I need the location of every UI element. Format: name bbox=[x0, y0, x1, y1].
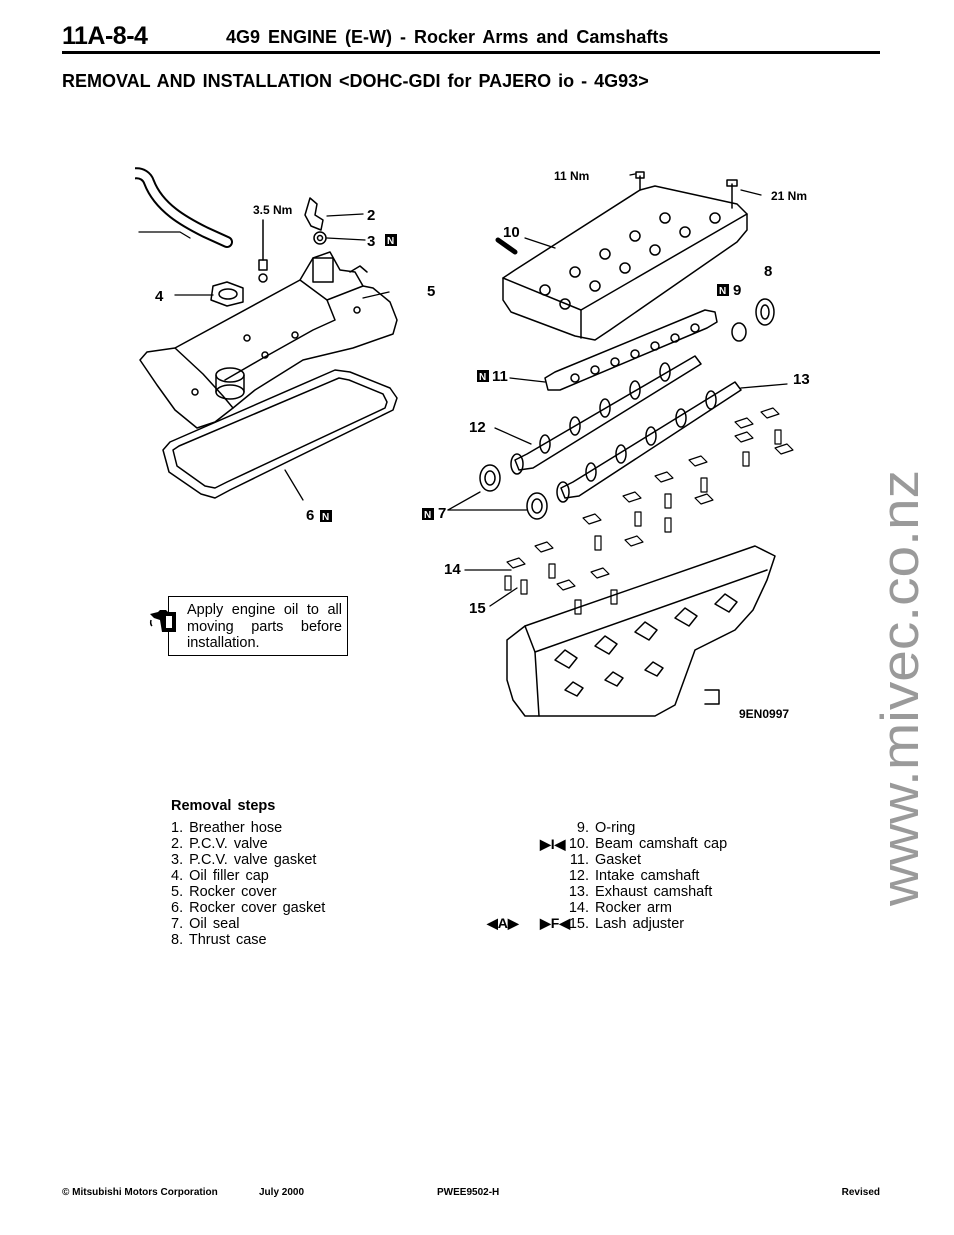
svg-text:N: N bbox=[322, 512, 329, 523]
section-title: REMOVAL AND INSTALLATION <DOHC-GDI for P… bbox=[62, 71, 649, 91]
svg-text:N: N bbox=[479, 372, 486, 383]
header-title: 4G9 ENGINE (E-W) - Rocker Arms and Camsh… bbox=[226, 27, 669, 47]
torque-11nm: 11 Nm bbox=[554, 169, 589, 183]
step-item: 9. O-ring bbox=[576, 820, 636, 836]
step-item: 2. P.C.V. valve bbox=[171, 836, 268, 852]
installation-marker-10: ▶I◀ bbox=[540, 836, 566, 852]
copyright-icon: © bbox=[62, 1187, 70, 1198]
callout-12: 12 bbox=[469, 419, 486, 436]
step-item: 13. Exhaust camshaft bbox=[568, 884, 713, 900]
svg-text:N: N bbox=[387, 236, 394, 247]
callout-9: 9 bbox=[733, 282, 741, 299]
step-item: 5. Rocker cover bbox=[171, 884, 277, 900]
step-item: 4. Oil filler cap bbox=[171, 868, 269, 884]
callout-4: 4 bbox=[155, 288, 164, 305]
callout-14: 14 bbox=[444, 561, 461, 578]
torque-21nm: 21 Nm bbox=[771, 189, 807, 203]
step-item: 14. Rocker arm bbox=[568, 900, 672, 916]
step-item: 12. Intake camshaft bbox=[568, 868, 700, 884]
svg-text:N: N bbox=[719, 286, 726, 297]
removal-steps-right: 9. O-ring 10. Beam camshaft cap 11. Gask… bbox=[568, 820, 728, 932]
arrow-left-icon: ◀ bbox=[554, 836, 566, 852]
callout-2: 2 bbox=[367, 207, 375, 224]
footer-status: Revised bbox=[841, 1187, 880, 1198]
new-part-mark-7: N bbox=[422, 508, 434, 521]
new-part-mark-9: N bbox=[717, 284, 729, 297]
watermark-text: www.mivec.co.nz bbox=[872, 470, 930, 907]
page-number: 11A-8-4 bbox=[62, 22, 148, 50]
footer-date: July 2000 bbox=[259, 1187, 305, 1198]
oil-note-text: Apply engine oil to all moving parts bef… bbox=[187, 602, 342, 651]
step-item: 8. Thrust case bbox=[171, 932, 267, 948]
callout-8: 8 bbox=[764, 263, 772, 280]
exploded-diagram: 1 2 3 N 4 5 6 N 7 N 8 9 N 10 11 N 12 13 … bbox=[135, 167, 810, 721]
step-item: 7. Oil seal bbox=[171, 916, 240, 932]
callout-13: 13 bbox=[793, 371, 810, 388]
header-rule bbox=[62, 51, 880, 54]
diagram-linework bbox=[135, 167, 794, 717]
new-part-mark-6: N bbox=[320, 510, 332, 523]
oil-can-icon bbox=[149, 610, 176, 632]
callout-3: 3 bbox=[367, 233, 375, 250]
step-item: 6. Rocker cover gasket bbox=[171, 900, 326, 916]
torque-3-5nm: 3.5 Nm bbox=[253, 203, 292, 217]
arrow-right-icon: ▶ bbox=[540, 836, 551, 852]
removal-steps-heading: Removal steps bbox=[171, 798, 276, 814]
svg-text:N: N bbox=[424, 510, 431, 521]
callout-15: 15 bbox=[469, 600, 486, 617]
callout-7: 7 bbox=[438, 505, 446, 522]
removal-marker-15: ◀A▶ bbox=[487, 915, 519, 931]
arrow-right-icon: ▶ bbox=[507, 915, 519, 931]
step-item: 1. Breather hose bbox=[171, 820, 283, 836]
callout-5: 5 bbox=[427, 283, 435, 300]
new-part-mark-3: N bbox=[385, 234, 397, 247]
new-part-mark-11: N bbox=[477, 370, 489, 383]
arrow-left-icon: ◀ bbox=[559, 915, 571, 931]
callout-10: 10 bbox=[503, 224, 520, 241]
arrow-right-icon: ▶ bbox=[540, 915, 551, 931]
diagram-code: 9EN0997 bbox=[739, 707, 789, 721]
watermark: www.mivec.co.nz bbox=[872, 470, 930, 907]
footer-copyright: © Mitsubishi Motors Corporation bbox=[62, 1187, 218, 1198]
step-item: 15. Lash adjuster bbox=[568, 916, 685, 932]
step-item: 11. Gasket bbox=[569, 852, 641, 868]
footer-code: PWEE9502-H bbox=[437, 1187, 500, 1198]
step-item: 10. Beam camshaft cap bbox=[568, 836, 728, 852]
arrow-left-icon: ◀ bbox=[487, 915, 498, 931]
oil-note-box: Apply engine oil to all moving parts bef… bbox=[168, 596, 348, 656]
removal-steps-left: 1. Breather hose 2. P.C.V. valve 3. P.C.… bbox=[171, 820, 325, 948]
installation-marker-15: ▶F◀ bbox=[540, 915, 571, 931]
callout-6: 6 bbox=[306, 507, 314, 524]
step-item: 3. P.C.V. valve gasket bbox=[171, 852, 317, 868]
callout-11: 11 bbox=[492, 368, 508, 385]
